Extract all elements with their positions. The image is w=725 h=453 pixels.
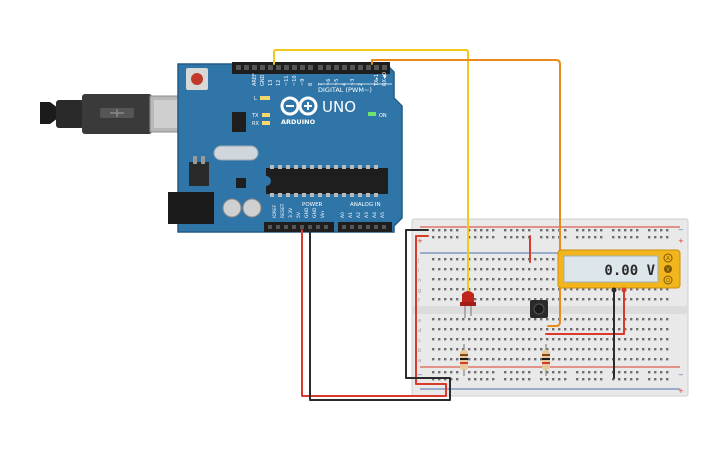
resistor-1[interactable] (460, 344, 468, 376)
power-pin-ioref: IOREF (272, 204, 278, 218)
row-label-h: h (418, 278, 421, 284)
rail-minus-left-bottom: − (417, 371, 423, 379)
row-label-i: i (418, 268, 419, 274)
brand-text: ARDUINO (281, 118, 316, 126)
power-pin-5v: 5V (296, 211, 302, 218)
usb-cable[interactable] (40, 94, 191, 134)
digital-label: DIGITAL (PWM~) (318, 86, 372, 94)
power-jack[interactable] (168, 192, 214, 224)
analog-label: ANALOG IN (350, 202, 381, 208)
pin-label-gnd: GND (260, 74, 266, 86)
row-label-a: a (418, 358, 421, 364)
pin-label-3: ~3 (350, 79, 356, 86)
pin-label-13: 13 (268, 80, 274, 86)
pushbutton[interactable] (530, 300, 548, 318)
analog-header[interactable] (338, 222, 392, 232)
analog-pin-a5: A5 (380, 212, 386, 218)
row-label-b: b (418, 348, 421, 354)
wire-orange-pin2-button[interactable] (371, 59, 561, 327)
mode-dial[interactable]: A V Ω (663, 253, 673, 285)
mode-a-label: A (666, 256, 670, 262)
pin-label-4: 4 (342, 83, 348, 86)
multimeter-reading: 0.00 V (604, 263, 655, 279)
row-label-e: e (418, 318, 421, 324)
rail-minus-right-top: − (678, 226, 684, 234)
mode-a-button[interactable] (663, 253, 673, 263)
resistor-2[interactable] (542, 344, 550, 376)
analog-pin-a0: A0 (340, 212, 346, 218)
power-pin-reset: RESET (280, 203, 286, 218)
led-l-indicator (260, 96, 270, 100)
pin-label-aref: AREF (252, 73, 258, 86)
analog-pin-a1: A1 (348, 212, 354, 218)
rail-minus-right-bottom: − (678, 371, 684, 379)
atmega-chip (266, 168, 388, 194)
wire-black-gnd-rail[interactable] (309, 229, 451, 401)
arduino-uno-board[interactable]: AREF GND 13 12 ~11 ~10 ~9 8 7 ~6 ~5 4 ~3… (168, 62, 403, 233)
analog-pin-a2: A2 (356, 212, 362, 218)
wire-black-rail-jumper[interactable] (405, 229, 431, 379)
row-label-c: c (418, 338, 421, 344)
model-text: UNO (322, 98, 356, 116)
row-label-g: g (418, 288, 421, 294)
probe-volt[interactable] (621, 287, 627, 293)
multimeter[interactable]: 0.00 V A V Ω (557, 249, 681, 293)
wire-red-5v-rail[interactable] (301, 229, 447, 397)
pin-label-6: ~6 (326, 79, 332, 86)
pin-label-rx: RX◀0 (382, 72, 388, 86)
pin-label-2: 2 (358, 83, 364, 86)
on-label: ON (379, 113, 387, 119)
wire-yellow-pin12-led[interactable] (273, 49, 469, 303)
analog-pin-a4: A4 (372, 212, 378, 218)
power-header[interactable] (264, 222, 334, 232)
wire-red-multimeter-probe[interactable] (545, 289, 625, 335)
analog-pin-a3: A3 (364, 212, 370, 218)
rail-plus-right-top: + (678, 237, 684, 245)
pin-label-8: 8 (308, 83, 314, 86)
mode-ohm-button[interactable] (663, 275, 673, 285)
pin-label-10: ~10 (292, 75, 298, 86)
power-pin-gnd1: GND (304, 207, 310, 218)
power-pin-vin: Vin (320, 211, 326, 218)
arduino-logo-icon (280, 96, 318, 116)
led-rx-label: RX (252, 121, 259, 127)
led-tx-label: TX (251, 113, 259, 119)
row-label-j: j (417, 258, 419, 264)
mode-ohm-label: Ω (666, 278, 670, 284)
mode-v-label: V (666, 267, 670, 273)
power-pin-3v3: 3.3V (288, 207, 294, 218)
power-label: POWER (302, 202, 323, 208)
wire-red-rail-jumper[interactable] (415, 235, 429, 385)
mode-v-button[interactable] (664, 265, 672, 273)
row-label-f: f (418, 298, 420, 304)
pin-label-5: ~5 (334, 79, 340, 86)
pin-label-7: 7 (318, 83, 324, 86)
pin-label-9: ~9 (300, 79, 306, 86)
row-label-d: d (418, 328, 421, 334)
pin-label-tx: TX▸1 (374, 74, 380, 87)
pin-label-11: ~11 (284, 75, 290, 86)
red-led[interactable] (460, 291, 476, 318)
probe-com[interactable] (611, 287, 617, 293)
power-pin-gnd2: GND (312, 207, 318, 218)
breadboard[interactable]: + + − − − + j i h g f e d c b a (411, 218, 689, 397)
rail-plus-right-bottom: + (678, 387, 684, 395)
pin-label-12: 12 (276, 80, 282, 86)
rail-plus-left-top: + (417, 237, 423, 245)
led-l-label: L (254, 96, 257, 102)
